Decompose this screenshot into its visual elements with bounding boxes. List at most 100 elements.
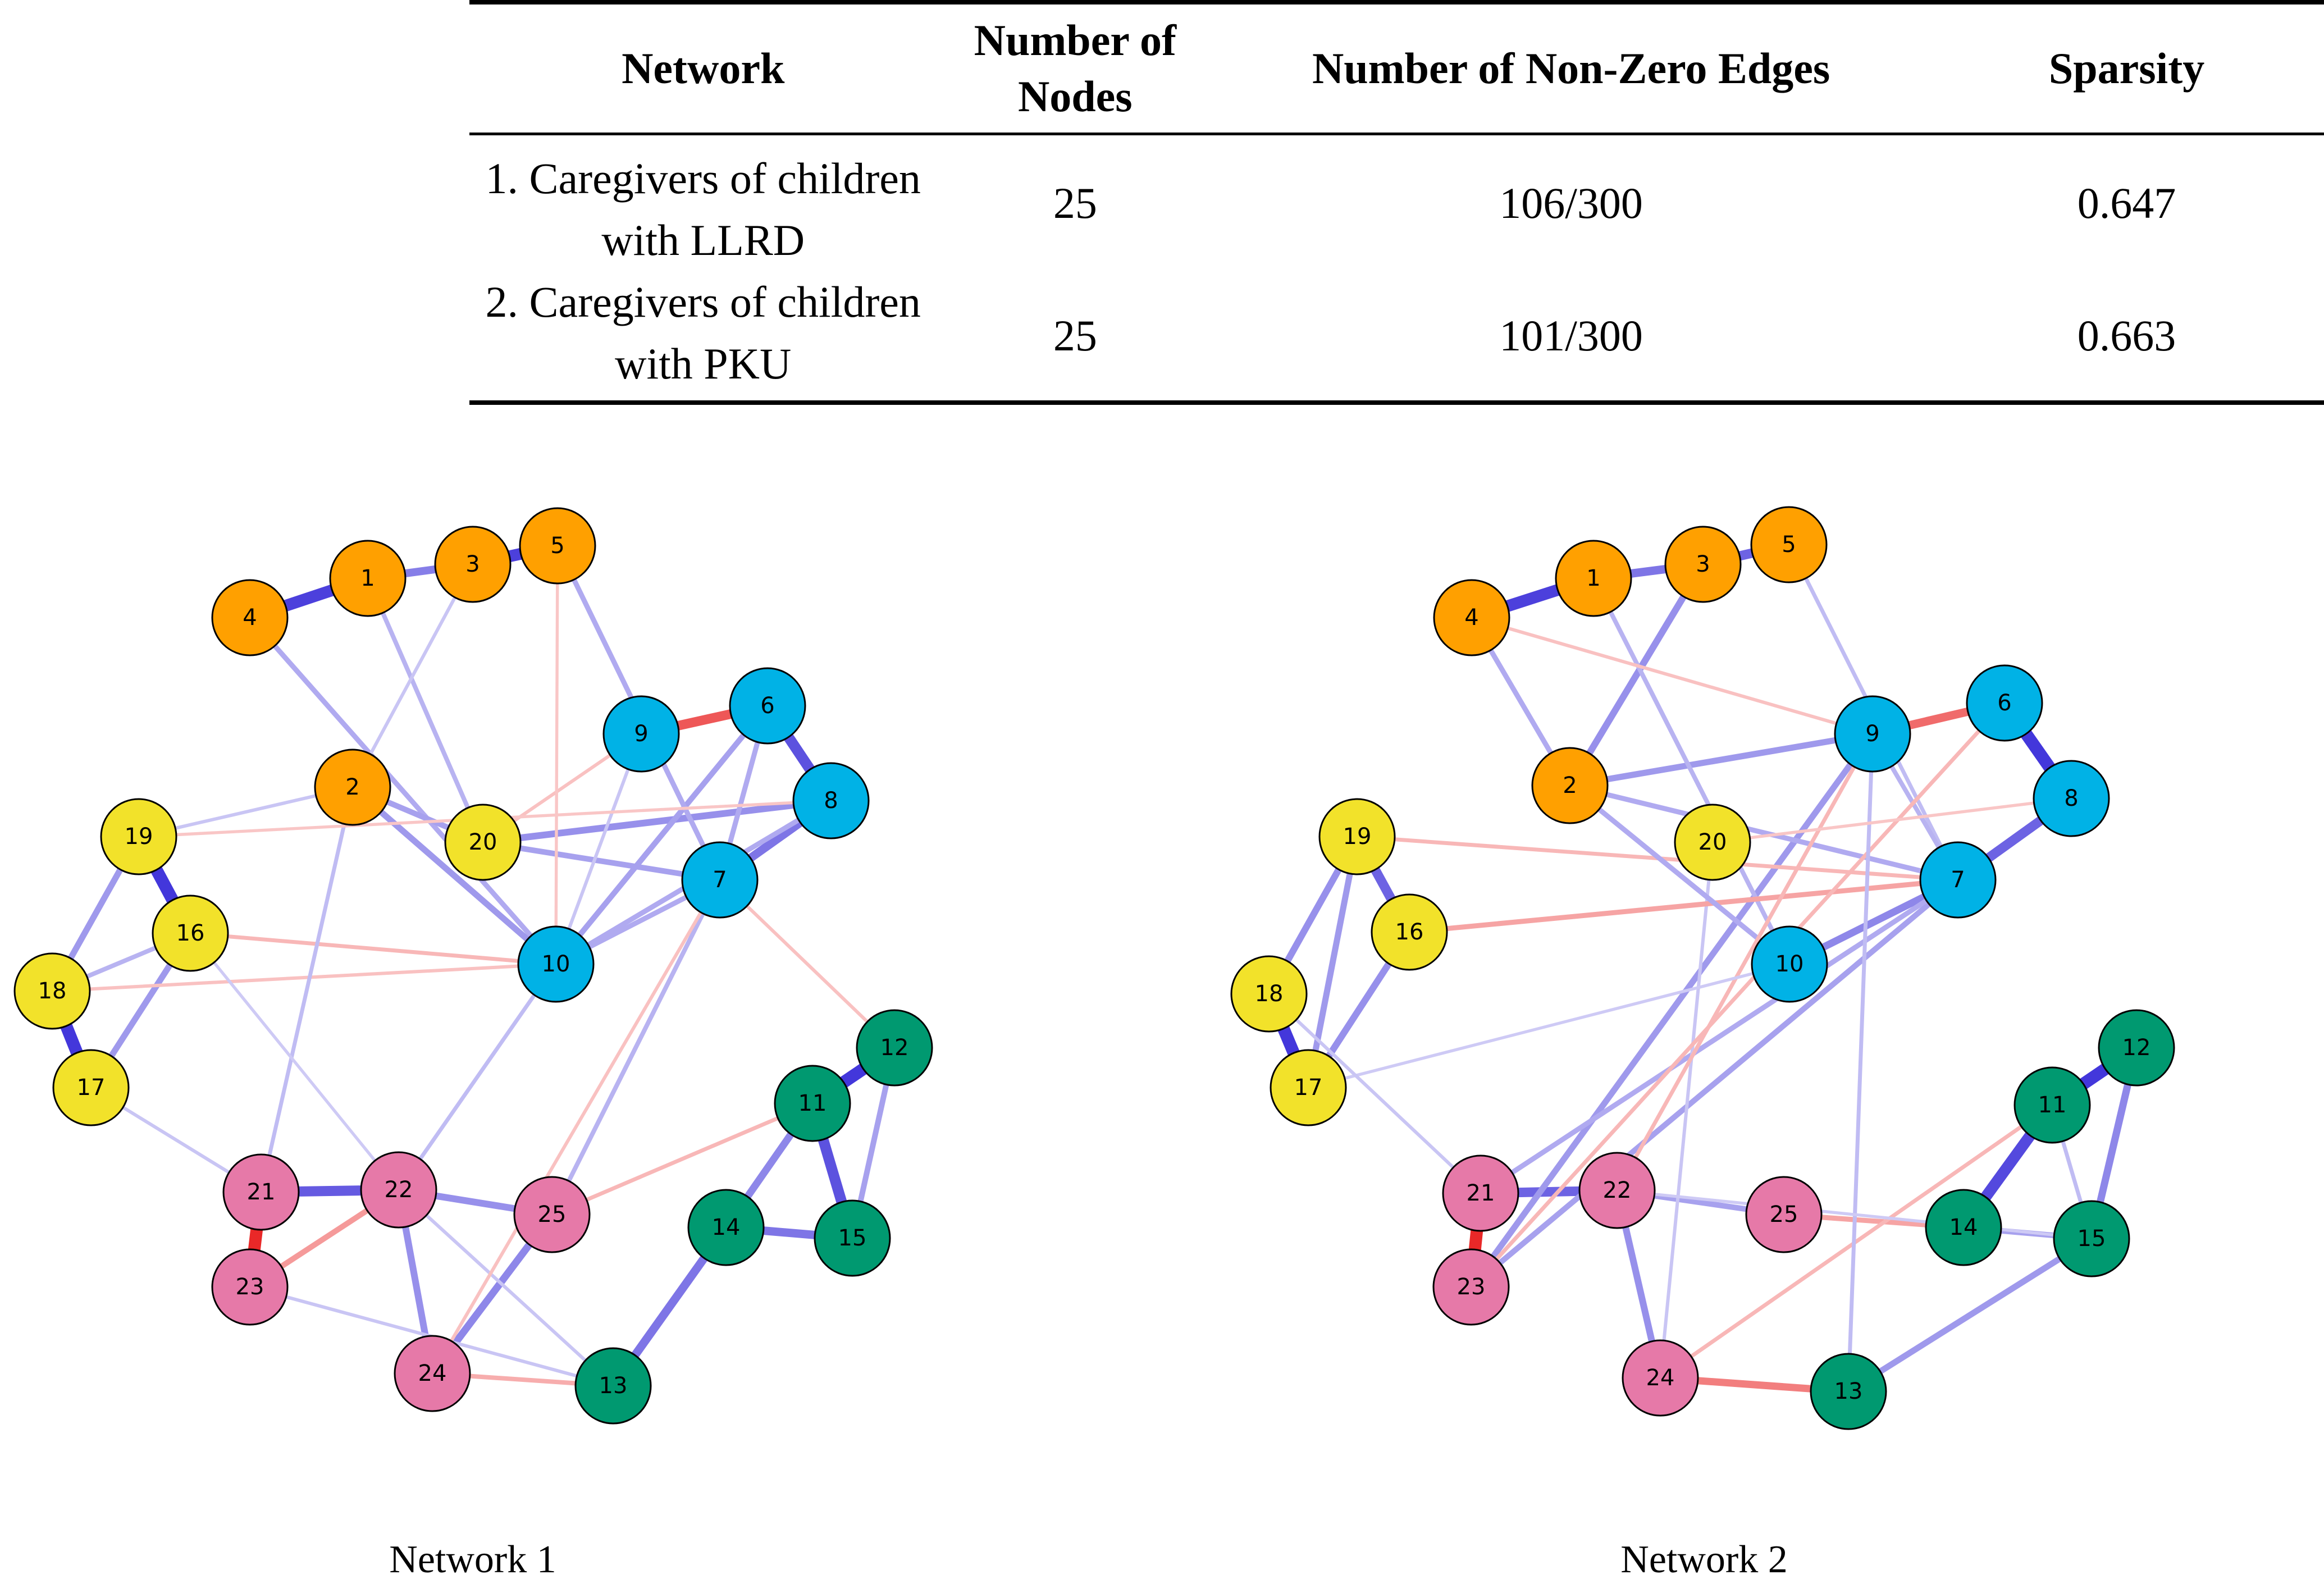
edge-23-6 [1469, 701, 2007, 1289]
node-25: 25 [513, 1176, 591, 1253]
header-sparsity: Sparsity [2048, 44, 2205, 93]
node-label: 4 [243, 605, 257, 631]
edge-13-9 [1846, 732, 1875, 1394]
node-circle [360, 1151, 437, 1229]
cell-sparsity: 0.663 [2077, 311, 2176, 360]
node-label: 4 [1464, 605, 1478, 631]
node-24: 24 [1622, 1339, 1699, 1417]
node-circle [574, 1347, 652, 1425]
node-circle [1664, 526, 1742, 603]
node-circle [152, 895, 229, 972]
edge-15-13 [1845, 1235, 2095, 1395]
node-label: 13 [599, 1373, 628, 1399]
edge-20-8 [480, 797, 834, 846]
node-18: 18 [1230, 955, 1308, 1033]
node-label: 21 [247, 1179, 276, 1205]
node-19: 19 [100, 798, 177, 875]
node-label: 24 [1646, 1365, 1675, 1391]
node-24: 24 [394, 1335, 471, 1412]
node-9: 9 [1834, 695, 1911, 773]
node-21: 21 [222, 1153, 300, 1231]
node-4: 4 [1433, 579, 1510, 656]
edge-23-9 [1468, 731, 1876, 1290]
node-2: 2 [314, 749, 391, 826]
node-label: 17 [77, 1075, 106, 1101]
node-label: 12 [880, 1035, 909, 1061]
node-6: 6 [1966, 664, 2043, 742]
edge-19-17 [1305, 833, 1360, 1091]
node-label: 10 [542, 951, 570, 977]
node-label: 16 [176, 920, 205, 946]
node-8: 8 [792, 762, 870, 839]
node-circle [774, 1065, 851, 1142]
node-circle [2033, 760, 2110, 837]
node-label: 19 [1343, 824, 1372, 850]
node-label: 11 [798, 1090, 827, 1116]
node-circle [1555, 540, 1632, 617]
node-circle [211, 1248, 289, 1326]
node-circle [1919, 841, 1997, 919]
node-label: 3 [465, 551, 480, 577]
node-circle [222, 1153, 300, 1231]
node-label: 22 [385, 1177, 413, 1203]
node-circle [1745, 1176, 1823, 1253]
node-10: 10 [1751, 925, 1828, 1003]
node-1: 1 [1555, 540, 1632, 617]
node-circle [1622, 1339, 1699, 1417]
node-circle [1751, 925, 1828, 1003]
node-circle [1810, 1353, 1887, 1430]
node-12: 12 [2098, 1009, 2175, 1087]
node-label: 2 [1563, 773, 1577, 798]
node-circle [1925, 1189, 2002, 1266]
node-2: 2 [1531, 747, 1609, 824]
edge-4-10 [247, 615, 559, 967]
node-label: 23 [236, 1274, 264, 1300]
edge-16-10 [188, 931, 558, 966]
node-23: 23 [211, 1248, 289, 1326]
cell-network: 2. Caregivers of children with PKU [485, 277, 921, 388]
edge-9-10 [554, 732, 643, 966]
node-18: 18 [13, 952, 91, 1030]
node-label: 17 [1294, 1075, 1323, 1101]
node-circle [1674, 804, 1751, 881]
edge-18-10 [51, 962, 558, 993]
node-label: 3 [1696, 551, 1710, 577]
node-label: 20 [469, 829, 497, 855]
edge-20-8 [1711, 797, 2073, 844]
node-circle [1371, 893, 1448, 971]
table-header-row: Network Number of Nodes Number of Non-Ze… [469, 2, 2324, 134]
node-23: 23 [1432, 1248, 1510, 1326]
node-circle [100, 798, 177, 875]
node-circle [444, 804, 522, 881]
node-19: 19 [1318, 798, 1396, 875]
edge-24-7 [431, 878, 722, 1375]
edge-20-7 [480, 839, 723, 883]
node-20: 20 [1674, 804, 1751, 881]
summary-table-container: Network Number of Nodes Number of Non-Ze… [469, 0, 2324, 405]
node-circle [13, 952, 91, 1030]
node-circle [1531, 747, 1609, 824]
network-2-caption: Network 2 [1620, 1538, 1787, 1579]
node-25: 25 [1745, 1176, 1823, 1253]
node-circle [602, 695, 680, 773]
edge-25-11 [550, 1101, 815, 1217]
node-circle [1318, 798, 1396, 875]
node-label: 11 [2038, 1092, 2067, 1118]
node-circle [687, 1189, 765, 1266]
edge-2-9 [1567, 731, 1876, 789]
edge-12-7 [718, 878, 896, 1049]
node-label: 15 [838, 1225, 867, 1251]
node-label: 18 [38, 978, 67, 1004]
node-label: 13 [1834, 1379, 1863, 1404]
node-3: 3 [1664, 526, 1742, 603]
node-7: 7 [1919, 841, 1997, 919]
edge-24-11 [1658, 1103, 2054, 1380]
node-14: 14 [1925, 1189, 2002, 1266]
node-8: 8 [2033, 760, 2110, 837]
node-label: 21 [1467, 1180, 1495, 1206]
cell-edges: 106/300 [1499, 179, 1643, 227]
node-label: 14 [712, 1215, 741, 1240]
edge-22-10 [396, 962, 558, 1192]
node-circle [2098, 1009, 2175, 1087]
